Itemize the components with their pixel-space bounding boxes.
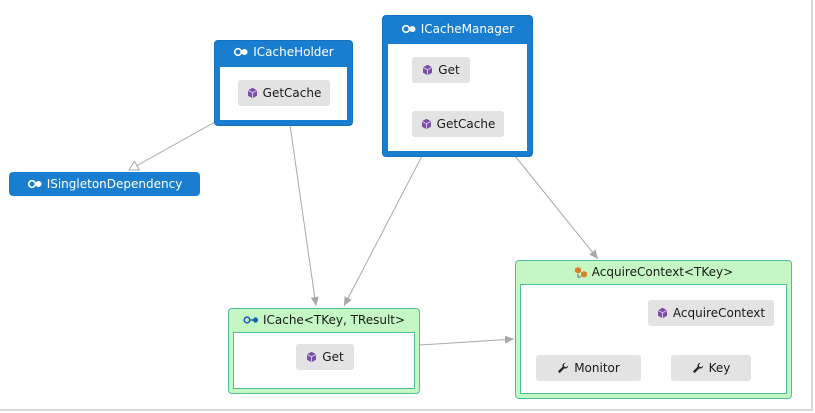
method-acquirecontext[interactable]: AcquireContext — [648, 300, 774, 326]
member-label: Key — [708, 361, 731, 375]
node-isingletondependency[interactable]: ISingletonDependency — [9, 172, 200, 196]
node-title: ICacheHolder — [253, 45, 334, 59]
node-title: ISingletonDependency — [46, 177, 183, 191]
member-label: AcquireContext — [672, 306, 766, 320]
method-getcache[interactable]: GetCache — [412, 111, 504, 137]
member-label: Monitor — [574, 361, 620, 375]
member-label: Get — [322, 350, 344, 364]
node-title: AcquireContext<TKey> — [591, 265, 734, 279]
method-get[interactable]: Get — [412, 57, 470, 83]
method-icon — [423, 64, 433, 76]
node-icacheholder[interactable]: ICacheHolder GetCache — [214, 40, 353, 126]
interface-icon — [234, 47, 248, 57]
interface-icon — [27, 179, 42, 189]
edge-icacheholder-icache — [289, 124, 319, 307]
node-icachemanager[interactable]: ICacheManager Get GetCache — [382, 15, 533, 157]
node-body: Get — [233, 332, 415, 389]
node-acquirecontext[interactable]: AcquireContext<TKey> AcquireContext Moni… — [515, 260, 792, 399]
wrench-icon — [692, 362, 703, 374]
member-label: GetCache — [262, 86, 322, 100]
method-icon — [247, 87, 257, 99]
method-getcache[interactable]: GetCache — [238, 80, 330, 106]
node-header: ICacheManager — [383, 16, 532, 42]
node-header: ICache<TKey, TResult> — [229, 309, 419, 331]
method-icon — [307, 351, 317, 363]
method-get[interactable]: Get — [296, 344, 354, 370]
member-label: GetCache — [436, 117, 496, 131]
node-header: AcquireContext<TKey> — [516, 261, 791, 283]
node-title: ICache<TKey, TResult> — [262, 313, 406, 327]
node-body: GetCache — [220, 67, 347, 120]
class-icon — [574, 266, 587, 278]
interface-icon — [243, 316, 259, 324]
node-body: AcquireContext Monitor Key — [520, 284, 787, 394]
node-icache[interactable]: ICache<TKey, TResult> Get — [228, 308, 420, 394]
method-icon — [421, 118, 431, 130]
edge-icache-acquirecontext — [419, 335, 515, 346]
node-header: ICacheHolder — [215, 41, 352, 63]
property-key[interactable]: Key — [671, 355, 751, 381]
property-monitor[interactable]: Monitor — [536, 355, 641, 381]
node-title: ICacheManager — [420, 22, 515, 36]
node-body: Get GetCache — [388, 44, 527, 151]
edge-icachemanager-icache — [343, 155, 423, 307]
interface-icon — [401, 24, 416, 34]
member-label: Get — [438, 63, 460, 77]
wrench-icon — [558, 362, 569, 374]
edge-icachemanager-acquirecontext — [514, 155, 599, 260]
edge-icacheholder-isingleton — [128, 121, 216, 171]
method-icon — [657, 307, 668, 319]
